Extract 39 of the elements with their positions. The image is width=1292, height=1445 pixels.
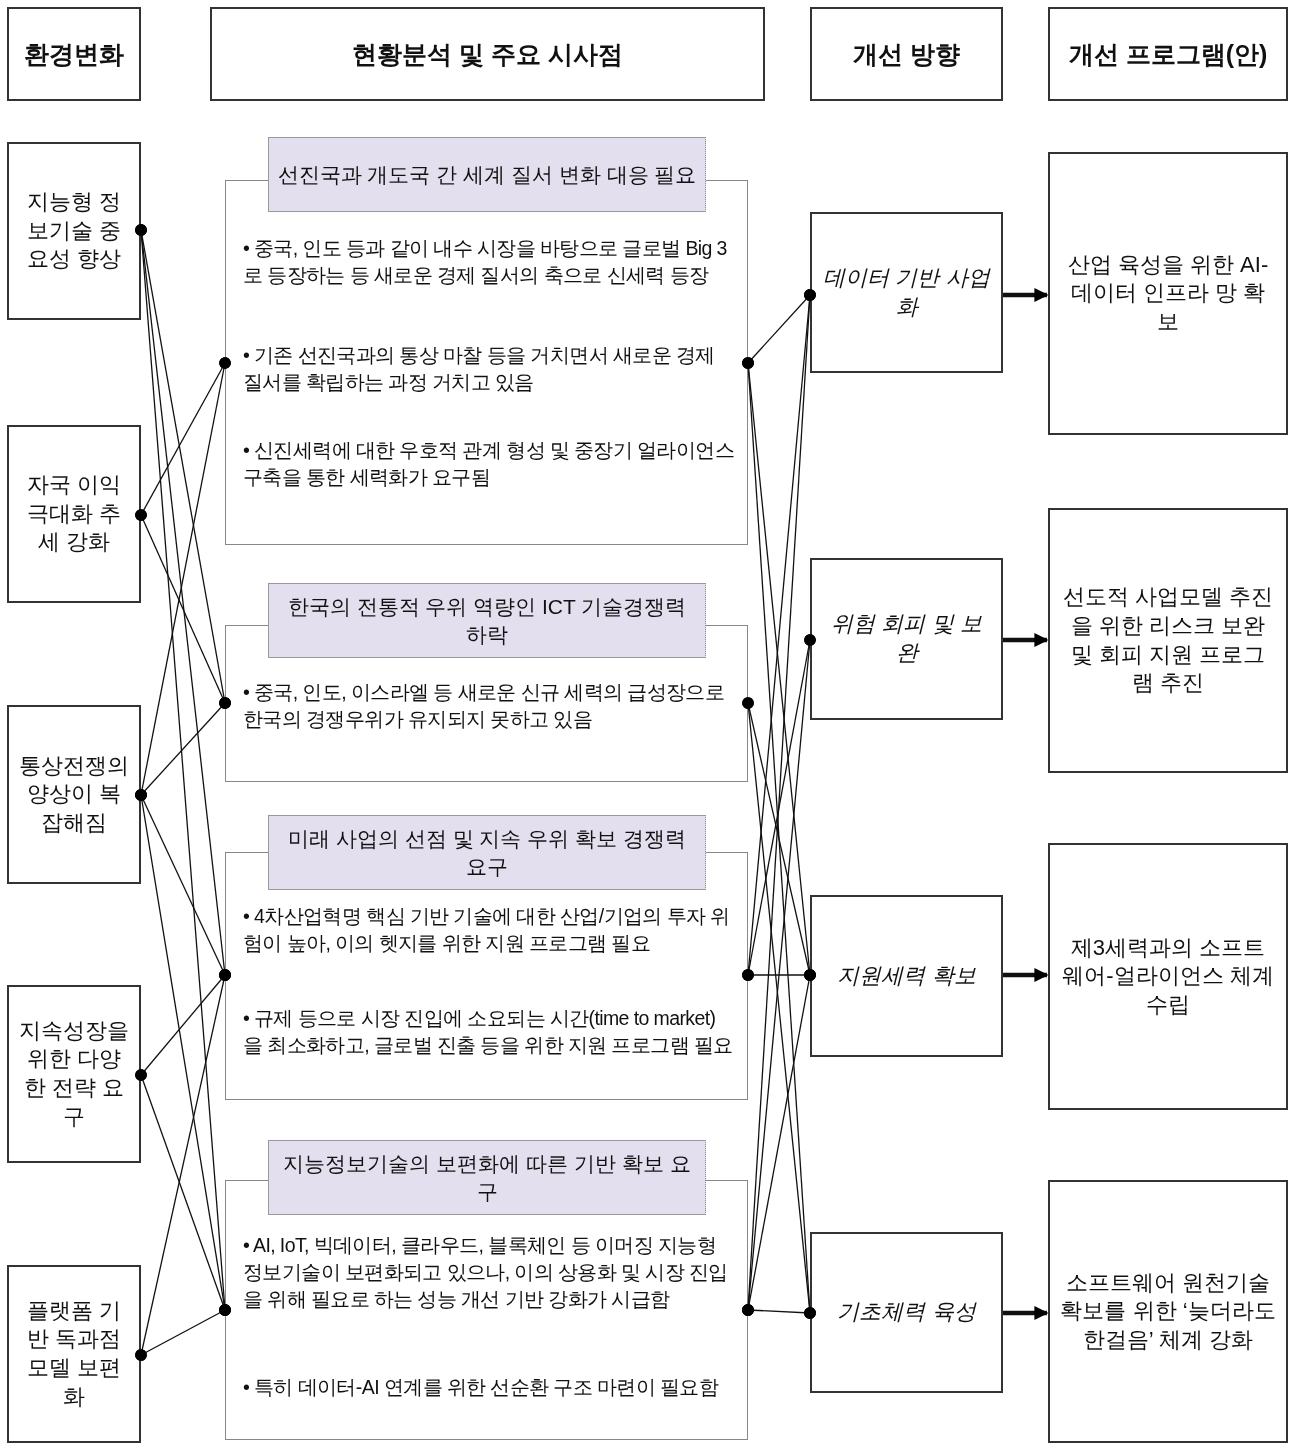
bullet-text: • 규제 등으로 시장 진입에 소요되는 시간(time to market)을 최소화하고, 글로벌 진출 등을 위한 지원 프로그램 필요 (243, 1006, 734, 1058)
bullet-text: • 중국, 인도, 이스라엘 등 새로운 신규 세력의 급성장으로 한국의 경쟁우위가 유지되지 못하고 있음 (243, 680, 726, 732)
bullet-text: • 특히 데이터-AI 연계를 위한 선순환 구조 마련이 필요함 (243, 1375, 720, 1400)
factor-box: 자국 이익 극대화 추세 강화 (7, 425, 141, 603)
factor-box: 지속성장을 위한 다양한 전략 요구 (7, 985, 141, 1163)
connector-line (135, 1304, 231, 1361)
factor-box: 지능형 정보기술 중요성 향상 (7, 142, 141, 320)
direction-box: 위험 회피 및 보완 (810, 558, 1003, 720)
program-box: 제3세력과의 소프트웨어-얼라이언스 체계 수립 (1048, 843, 1288, 1110)
arrow (1003, 968, 1049, 982)
arrow (1003, 288, 1049, 302)
panel-heading: 지능정보기술의 보편화에 따른 기반 확보 요구 (268, 1140, 706, 1215)
column-header: 개선 방향 (810, 7, 1003, 101)
arrow (1003, 1306, 1049, 1320)
bullet-text: • 신진세력에 대한 우호적 관계 형성 및 중장기 얼라이언스 구축을 통한 세력화가 요구됨 (243, 438, 734, 490)
column-header: 개선 프로그램(안) (1048, 7, 1288, 101)
panel-heading: 선진국과 개도국 간 세계 질서 변화 대응 필요 (268, 137, 706, 212)
analysis-panel (225, 815, 748, 1100)
program-box: 소프트웨어 원천기술 확보를 위한 ‘늦더라도 한걸음’ 체계 강화 (1048, 1180, 1288, 1443)
column-header: 현황분석 및 주요 시사점 (210, 7, 765, 101)
direction-box: 데이터 기반 사업화 (810, 212, 1003, 373)
bullet-text: • AI, IoT, 빅데이터, 클라우드, 블록체인 등 이머징 지능형 정보기술이 보편화되고 있으나, 이의 상용화 및 시장 진입을 위해 필요로 하는 성능 개선 기반 강화가 시급함 (243, 1233, 729, 1312)
panel-heading: 미래 사업의 선점 및 지속 우위 확보 경쟁력 요구 (268, 815, 706, 890)
panel-heading: 한국의 전통적 우위 역량인 ICT 기술경쟁력 하락 (268, 583, 706, 658)
analysis-panel (225, 583, 748, 782)
arrow (1003, 633, 1049, 647)
analysis-panel (225, 137, 748, 545)
analysis-panel (225, 1140, 748, 1440)
factor-box: 플랫폼 기반 독과점 모델 보편화 (7, 1265, 141, 1443)
factor-box: 통상전쟁의 양상이 복잡해짐 (7, 705, 141, 884)
direction-box: 지원세력 확보 (810, 895, 1003, 1057)
program-box: 선도적 사업모델 추진을 위한 리스크 보완 및 회피 지원 프로그램 추진 (1048, 508, 1288, 773)
connector-line (742, 1304, 816, 1319)
program-box: 산업 육성을 위한 AI-데이터 인프라 망 확보 (1048, 152, 1288, 435)
direction-box: 기초체력 육성 (810, 1232, 1003, 1393)
column-header: 환경변화 (7, 7, 141, 101)
bullet-text: • 중국, 인도 등과 같이 내수 시장을 바탕으로 글로벌 Big 3로 등장하는 등 새로운 경제 질서의 축으로 신세력 등장 (243, 236, 728, 288)
bullet-text: • 4차산업혁명 핵심 기반 기술에 대한 산업/기업의 투자 위험이 높아, 이의 헷지를 위한 지원 프로그램 필요 (243, 904, 731, 956)
bullet-text: • 기존 선진국과의 통상 마찰 등을 거치면서 새로운 경제 질서를 확립하는 과정 거치고 있음 (243, 343, 716, 395)
